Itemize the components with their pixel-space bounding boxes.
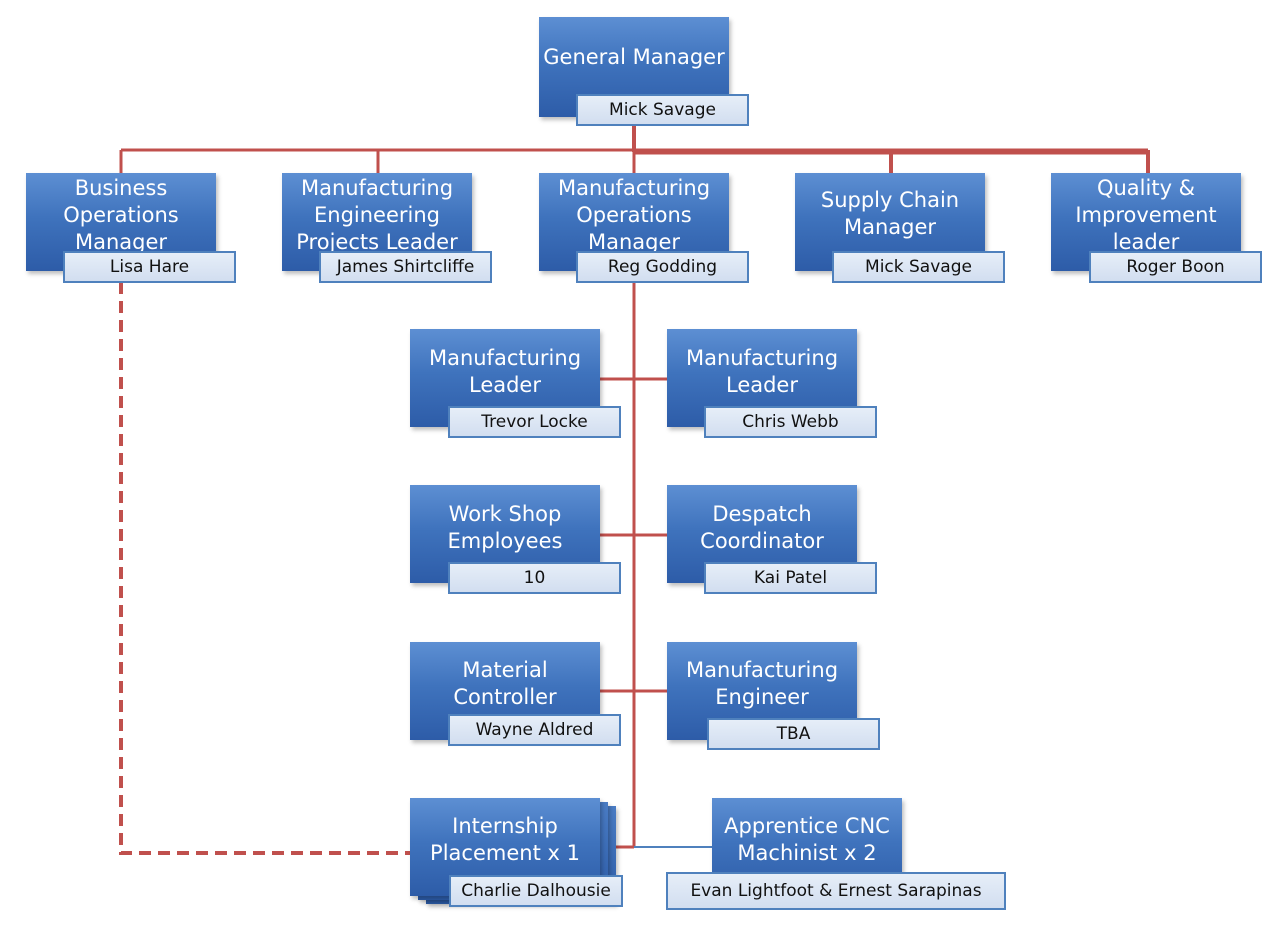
role-title: Apprentice CNC Machinist x 2 <box>724 814 890 865</box>
name-tag: Roger Boon <box>1089 251 1262 283</box>
role-title: Manufacturing Engineer <box>685 658 839 709</box>
role-title: Internship Placement x 1 <box>430 814 580 865</box>
role-title: Manufacturing Leader <box>428 346 582 397</box>
role-title: Manufacturing Operations Manager <box>557 176 711 254</box>
role-title: Supply Chain Manager <box>820 188 960 239</box>
role-title: Business Operations Manager <box>63 176 179 254</box>
name-tag: Mick Savage <box>832 251 1005 283</box>
name-tag: Kai Patel <box>704 562 877 594</box>
name-tag: Lisa Hare <box>63 251 236 283</box>
name-tag: Evan Lightfoot & Ernest Sarapinas <box>666 872 1006 910</box>
role-title: Material Controller <box>453 658 557 709</box>
name-tag: Reg Godding <box>576 251 749 283</box>
name-tag: 10 <box>448 562 621 594</box>
role-internship-placement: Internship Placement x 1 <box>410 798 600 896</box>
name-tag: James Shirtcliffe <box>319 251 492 283</box>
name-tag: TBA <box>707 718 880 750</box>
name-tag: Charlie Dalhousie <box>449 875 623 907</box>
name-tag: Mick Savage <box>576 94 749 126</box>
role-title: General Manager <box>543 45 725 69</box>
role-title: Manufacturing Leader <box>685 346 839 397</box>
name-tag: Chris Webb <box>704 406 877 438</box>
name-tag: Trevor Locke <box>448 406 621 438</box>
role-title: Work Shop Employees <box>447 502 563 553</box>
name-tag: Wayne Aldred <box>448 714 621 746</box>
role-title: Despatch Coordinator <box>700 502 824 553</box>
role-title: Manufacturing Engineering Projects Leade… <box>296 176 458 254</box>
role-title: Quality & Improvement leader <box>1075 176 1217 254</box>
